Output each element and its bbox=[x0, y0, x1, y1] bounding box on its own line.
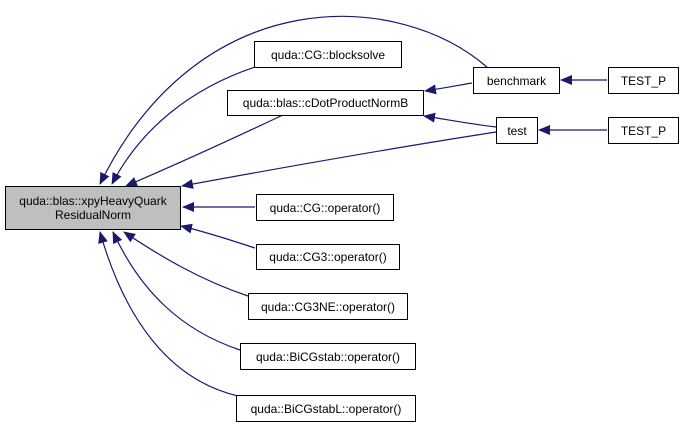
node-cg-operator[interactable]: quda::CG::operator() bbox=[256, 194, 394, 221]
node-cdot-product-norm-b[interactable]: quda::blas::cDotProductNormB bbox=[227, 90, 424, 116]
node-bicgstabl-operator[interactable]: quda::BiCGstabL::operator() bbox=[236, 395, 416, 422]
node-test-p-test[interactable]: TEST_P bbox=[608, 117, 679, 144]
edge-cg3ne-op-to-root bbox=[123, 231, 249, 297]
node-benchmark[interactable]: benchmark bbox=[473, 67, 560, 94]
edge-test-to-root bbox=[181, 131, 497, 189]
node-cg3-operator[interactable]: quda::CG3::operator() bbox=[256, 244, 400, 270]
node-root-line1: quda::blas::xpyHeavyQuark bbox=[19, 194, 167, 208]
edge-cdot-to-root bbox=[125, 113, 286, 187]
node-cg-blocksolve[interactable]: quda::CG::blocksolve bbox=[254, 41, 402, 68]
edge-blocksolve-to-root bbox=[111, 65, 259, 185]
edge-benchmark-to-root bbox=[99, 15, 489, 185]
edge-bicgstabl-op-to-root bbox=[98, 231, 239, 397]
edge-benchmark-to-cdot bbox=[424, 82, 473, 95]
edge-bicgstab-op-to-root bbox=[112, 231, 241, 351]
edge-test-to-cdot bbox=[423, 112, 497, 128]
node-bicgstab-operator[interactable]: quda::BiCGstab::operator() bbox=[240, 343, 416, 370]
node-xpy-heavy-quark-residual-norm[interactable]: quda::blas::xpyHeavyQuark ResidualNorm bbox=[5, 186, 181, 230]
node-test[interactable]: test bbox=[496, 117, 538, 144]
node-test-p-benchmark[interactable]: TEST_P bbox=[608, 67, 679, 94]
node-root-line2: ResidualNorm bbox=[54, 208, 132, 222]
edge-cg3-op-to-root bbox=[180, 223, 256, 249]
node-cg3ne-operator[interactable]: quda::CG3NE::operator() bbox=[248, 293, 408, 320]
